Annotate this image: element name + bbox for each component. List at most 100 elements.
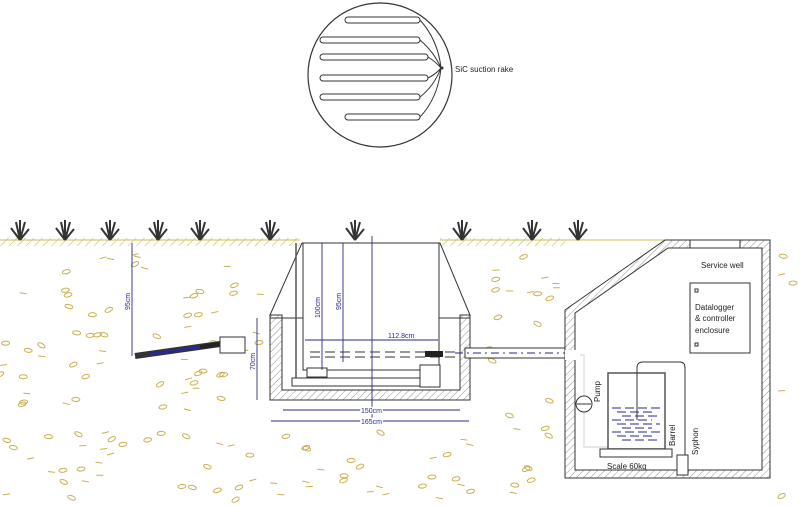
gravel-stone (505, 412, 514, 419)
dim-95cm: 95cm (336, 293, 343, 310)
gravel-stone (544, 398, 554, 404)
dim-95cm-left: 95cm (125, 293, 132, 310)
gravel-stone (493, 314, 503, 321)
gravel-stone (76, 466, 86, 472)
gravel-stone (47, 471, 55, 473)
gravel-stone (234, 484, 244, 491)
rake-bar (319, 74, 429, 82)
gravel-stone (87, 312, 97, 318)
pump-label: Pump (593, 381, 602, 402)
gravel-stone (101, 431, 109, 434)
gravel-stone (18, 374, 28, 380)
gravel-stone (131, 253, 139, 256)
rake-bar (319, 93, 421, 101)
gravel-stone (194, 370, 203, 377)
gravel-stone (491, 287, 500, 293)
gravel-stone (155, 381, 165, 388)
gravel-stone (152, 333, 162, 340)
gravel-stone (487, 357, 497, 364)
dim-150cm: 150cm (361, 408, 382, 415)
gravel-stone (203, 463, 212, 470)
gravel-stone (229, 290, 238, 296)
gravel-stone (177, 483, 187, 490)
gravel-stone (140, 266, 149, 270)
gravel-stone (429, 456, 437, 460)
gravel-stone (37, 342, 46, 349)
plant-icon (190, 220, 210, 241)
gravel-stone (777, 492, 786, 500)
plant-icon (55, 220, 75, 241)
gravel-stone (107, 436, 116, 443)
syphon-label: Syphon (691, 428, 700, 455)
gravel-stone (211, 311, 219, 314)
gravel-stone (118, 441, 128, 447)
dimension-lines: 95cm 100cm 95cm 112.8cm 70cm 150cm 165cm (125, 236, 469, 428)
gravel-stone (777, 273, 786, 276)
gravel-stone (133, 255, 141, 259)
gravel-stone (183, 312, 193, 319)
gravel-stone (187, 484, 197, 491)
gravel-stone (184, 377, 193, 381)
gravel-stone (61, 269, 71, 275)
gravel-stone (81, 480, 89, 483)
gravel-stone (68, 361, 78, 368)
gravel-stone (523, 465, 533, 471)
dim-165cm: 165cm (361, 419, 382, 426)
ground-surface (0, 220, 665, 246)
gravel-stone (254, 340, 264, 346)
gravel-stone (2, 493, 11, 496)
gravel-stone (435, 497, 444, 500)
gravel-stone (281, 433, 291, 439)
dim-100cm: 100cm (315, 297, 322, 318)
gravel-stone (339, 473, 349, 479)
gravel-stone (99, 332, 109, 338)
barrel-water (612, 407, 660, 441)
gravel-stone (541, 276, 549, 279)
gravel-stone (182, 433, 191, 440)
gravel-stone (460, 438, 468, 441)
gravel-stone (245, 452, 255, 458)
gravel-stone (521, 466, 531, 472)
gravel-stone (375, 485, 383, 489)
gravel-stone (376, 429, 385, 436)
gravel-stone (99, 256, 107, 260)
gravel-stone (96, 362, 104, 365)
scale (599, 448, 673, 458)
gravel-stone (216, 442, 224, 446)
gravel-stone (466, 488, 476, 494)
gravel-stone (181, 391, 189, 395)
gravel-stone (183, 408, 192, 412)
gravel-stone (85, 332, 95, 338)
gravel-stone (270, 482, 278, 484)
plant-icon (148, 220, 168, 241)
gravel-stone (43, 434, 53, 440)
rake-bar (344, 16, 421, 24)
gravel-stone (533, 291, 543, 297)
rake-bars (319, 16, 429, 121)
barrel-label: Barrel (668, 424, 677, 446)
lysimeter-pit (269, 242, 471, 401)
gravel-stone (526, 290, 535, 294)
gravel-stone (38, 355, 46, 358)
gravel-stone (346, 457, 356, 463)
gravel-stone (64, 303, 74, 310)
gravel-stone (519, 254, 528, 260)
gravel-stone (72, 330, 82, 336)
gravel-stone (143, 437, 153, 443)
gravel-stone (317, 468, 325, 471)
gravel-stone (302, 480, 310, 484)
gravel-stone (104, 306, 114, 313)
gravel-stone (2, 437, 12, 443)
gravel-stone (382, 492, 390, 496)
gravel-stone (213, 487, 222, 494)
soil-gravel (0, 253, 798, 503)
gravel-stone (67, 494, 76, 501)
gravel-stone (62, 402, 70, 406)
gravel-stone (0, 371, 5, 378)
gravel-stone (156, 430, 166, 436)
gravel-stone (23, 392, 31, 395)
gravel-stone (193, 312, 203, 318)
gravel-stone (510, 482, 520, 488)
